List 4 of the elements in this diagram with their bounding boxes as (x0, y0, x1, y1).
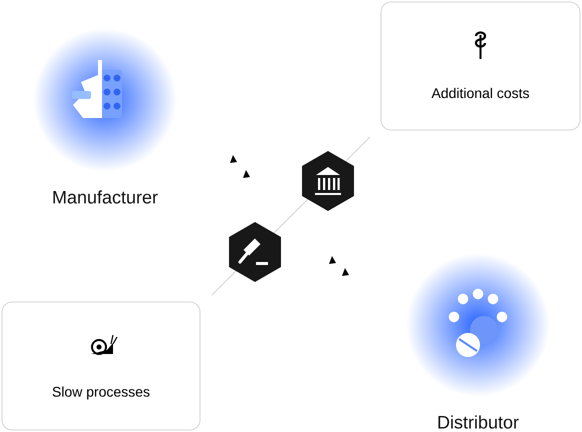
info-card: Slow processes (2, 302, 200, 430)
node-label: Manufacturer (53, 190, 158, 204)
info-card: Additional costs (380, 2, 580, 130)
node-label: Distributor (438, 415, 519, 429)
